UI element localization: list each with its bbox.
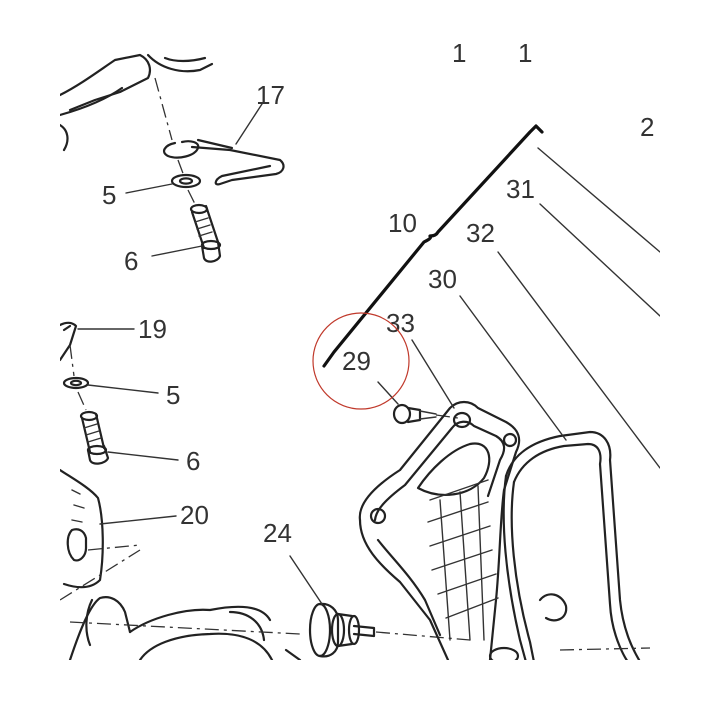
leader-6a <box>151 245 203 257</box>
callout-6-top: 6 <box>124 246 138 276</box>
callout-6-middle: 6 <box>186 446 200 476</box>
leader-32 <box>497 251 660 469</box>
callout-labels: 17 5 6 19 5 6 20 24 10 31 32 30 33 29 2 … <box>102 38 654 548</box>
axis-line-bottom <box>69 621 301 635</box>
callout-29: 29 <box>342 346 371 376</box>
part-29-screw <box>392 403 437 425</box>
axis-line-top <box>154 77 197 207</box>
washer-5-middle <box>62 376 90 390</box>
part-17-wire-bracket <box>162 138 285 186</box>
bolt-6-top <box>189 203 222 263</box>
leader-lines <box>77 103 660 605</box>
part-33-frame <box>358 400 521 660</box>
leader-30 <box>459 295 567 441</box>
callout-23-partial: 2 <box>640 112 654 142</box>
highlight-circle-29 <box>312 312 410 410</box>
part-19-bracket <box>60 321 78 362</box>
leader-24 <box>289 555 323 605</box>
callout-17: 17 <box>256 80 285 110</box>
leader-5b <box>87 384 159 394</box>
washer-5-top <box>170 173 202 189</box>
callout-5-top: 5 <box>102 180 116 210</box>
bolt-6-middle <box>79 410 110 465</box>
part-24-grommet <box>308 602 376 658</box>
callout-32: 32 <box>466 218 495 248</box>
axis-line-gasket <box>559 647 651 651</box>
callout-30: 30 <box>428 264 457 294</box>
axis-line-grommet <box>375 631 471 641</box>
leader-20 <box>99 515 177 525</box>
axis-line-middle <box>69 344 87 411</box>
callout-top-partial-b: 1 <box>518 38 532 68</box>
callout-10: 10 <box>388 208 417 238</box>
part-20-plate <box>60 468 104 589</box>
axis-line-plate <box>60 544 141 601</box>
callout-20: 20 <box>180 500 209 530</box>
lower-housing <box>68 596 302 660</box>
callout-24: 24 <box>263 518 292 548</box>
leader-29 <box>377 381 399 405</box>
drawing-area: 17 5 6 19 5 6 20 24 10 31 32 30 33 29 2 … <box>60 38 660 660</box>
top-left-bracket <box>60 53 214 152</box>
callout-31: 31 <box>506 174 535 204</box>
callout-5-middle: 5 <box>166 380 180 410</box>
callout-top-partial-a: 1 <box>452 38 466 68</box>
leader-17 <box>235 103 263 145</box>
group-bracket-10 <box>322 124 544 368</box>
leader-31 <box>539 203 660 317</box>
part-30-gasket <box>502 430 641 660</box>
callout-19: 19 <box>138 314 167 344</box>
leader-5a <box>125 183 173 194</box>
leader-6b <box>107 451 179 461</box>
leader-23 <box>537 147 660 253</box>
axis-line-screw <box>435 414 459 419</box>
leader-33 <box>411 339 455 409</box>
